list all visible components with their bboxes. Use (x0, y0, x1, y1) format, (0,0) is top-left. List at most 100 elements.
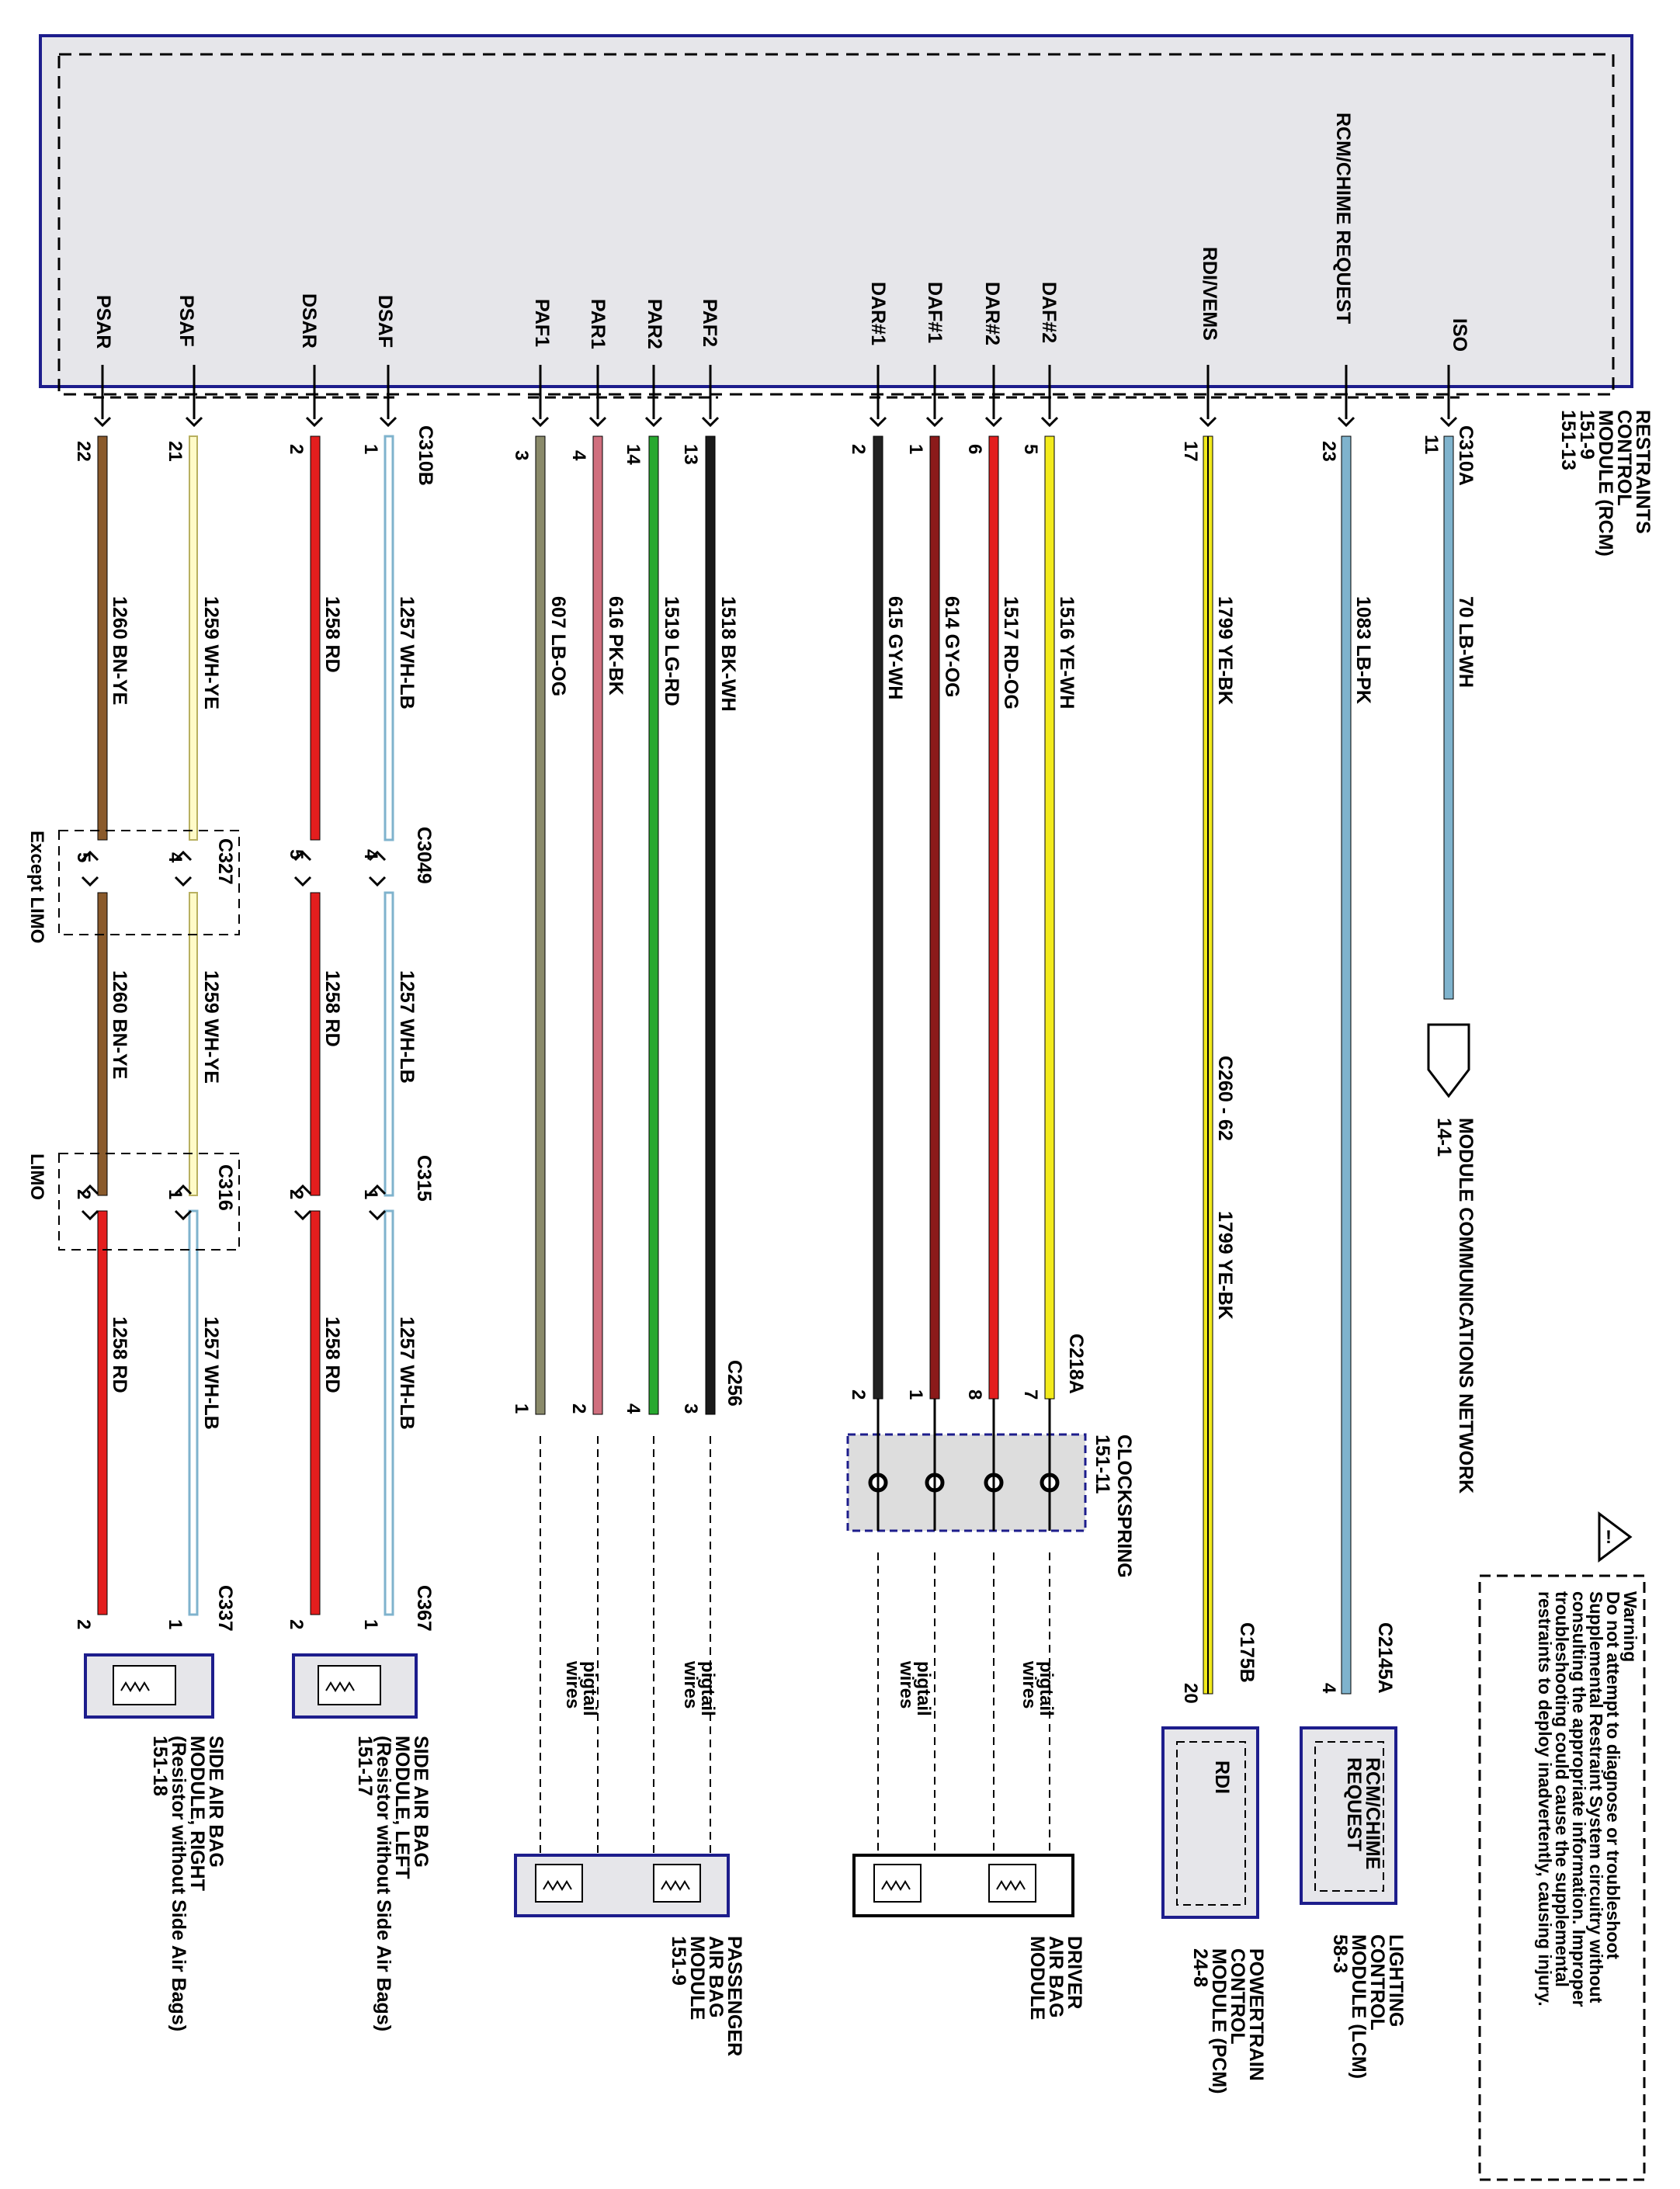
wire-dsar-1 (310, 435, 321, 841)
wire-label-dsar-b: 1258 RD (321, 970, 343, 1047)
inline-connector-marks (81, 850, 387, 1221)
connector-c367: C367 (413, 1585, 435, 1632)
wire-dsaf-2 (384, 891, 394, 1197)
connector-c2145a: C2145A (1374, 1622, 1396, 1694)
clockspring-ref: 151-11 (1092, 1434, 1113, 1494)
wires (97, 435, 1454, 1695)
wire-label-dar2: 1517 RD-OG (1000, 596, 1022, 709)
connector-c310b: C310B (415, 425, 436, 486)
module-comm-ref: 14-1 (1433, 1118, 1455, 1157)
wire-psaf-3 (188, 1209, 199, 1616)
pin-num-paf1: 3 (511, 450, 532, 460)
wire-dar2 (988, 435, 999, 1400)
warning-text: Warning Do not attempt to diagnose or tr… (1535, 1591, 1640, 2012)
connector-labels: C310A C310B C260 - 62 C218A C256 C3049 C… (214, 425, 1477, 1694)
wire-labels: 70 LB-WH 1083 LB-PK 1799 YE-BK 1799 YE-B… (109, 596, 1477, 1430)
driver-module-label: DRIVER AIR BAG MODULE (1026, 1936, 1085, 2024)
pin-label-rdi: RDI/VEMS (1199, 247, 1220, 341)
warning-box (1478, 1574, 1646, 2181)
pin-num-clock-daf1: 1 (905, 1389, 926, 1400)
pin-num-iso: 11 (1421, 435, 1442, 454)
pin-num-rcm: 23 (1318, 441, 1339, 462)
connector-c337: C337 (214, 1585, 236, 1632)
wire-label-paf1: 607 LB-OG (547, 596, 569, 696)
rcm-pin-labels: ISO RCM/CHIME REQUEST RDI/VEMS DAF#2 DAR… (92, 113, 1470, 352)
pin-num-daf1: 1 (905, 444, 926, 454)
limo-box (58, 1153, 240, 1251)
side-airbag-left-module (292, 1653, 418, 1719)
pin-num-c256-par2: 4 (623, 1403, 644, 1414)
pin-num-c315-a: 1 (360, 1189, 381, 1199)
wire-psaf-1 (189, 435, 198, 841)
passenger-pigtail-label-2: pigtail wires (562, 1660, 600, 1721)
pin-num-clock-dar1: 2 (848, 1389, 869, 1400)
pin-num-c337-b: 2 (73, 1619, 94, 1629)
lcm-inner-label: RCM/CHIME REQUEST (1343, 1757, 1383, 1875)
wire-label-dar1: 615 GY-WH (884, 596, 906, 699)
connector-c3049: C3049 (413, 827, 435, 884)
passenger-pigtail-label: pigtail wires (680, 1660, 718, 1721)
pcm-inner-label: RDI (1211, 1761, 1233, 1794)
wire-label-dsar-c: 1258 RD (321, 1317, 343, 1393)
wire-par1 (592, 435, 603, 1415)
pin-num-c175b: 20 (1180, 1683, 1201, 1704)
wire-daf2 (1044, 435, 1055, 1400)
pin-label-daf1: DAF#1 (924, 282, 946, 343)
svg-text:!: ! (1605, 1527, 1612, 1548)
pin-num-psaf: 21 (165, 441, 186, 462)
pin-num-c337-a: 1 (165, 1619, 186, 1629)
pin-num-daf2: 5 (1020, 444, 1041, 454)
wire-label-dsar-a: 1258 RD (321, 596, 343, 673)
pin-num-clock-dar2: 8 (964, 1389, 985, 1400)
module-comm-arrow (1427, 1023, 1470, 1098)
connector-c315: C315 (413, 1155, 435, 1202)
wire-label-psaf-b: 1259 WH-YE (200, 970, 222, 1084)
wire-psar-3 (97, 1210, 108, 1615)
driver-pigtail (877, 1552, 1050, 1855)
side-airbag-right-module (84, 1653, 214, 1719)
pin-num-c316-b: 2 (73, 1189, 94, 1199)
pin-label-dsar: DSAR (298, 293, 320, 349)
wire-daf1 (929, 435, 940, 1400)
driver-pigtail-label-2: pigtail wires (896, 1660, 934, 1721)
pin-label-dar2: DAR#2 (981, 282, 1003, 345)
clockspring-box (846, 1399, 1087, 1532)
wire-label-rdi-b: 1799 YE-BK (1214, 1211, 1236, 1320)
pin-label-dar1: DAR#1 (867, 282, 889, 345)
pin-label-par2: PAR2 (644, 299, 665, 349)
wire-iso (1443, 435, 1454, 1000)
wire-label-dsaf-c: 1257 WH-LB (396, 1317, 418, 1430)
wire-par2 (648, 435, 659, 1415)
wire-rcm-chime (1341, 435, 1352, 1695)
pin-label-dsaf: DSAF (374, 295, 396, 348)
pin-label-paf1: PAF1 (531, 299, 553, 347)
pin-num-c3049-b: 5 (286, 849, 307, 859)
pin-label-iso: ISO (1449, 318, 1470, 352)
module-pin-stubs (93, 365, 1460, 428)
pin-label-psar: PSAR (92, 295, 114, 349)
pin-numbers: 11 23 17 5 6 1 2 13 14 4 3 1 2 21 22 7 8… (73, 435, 1442, 1704)
pcm-module (1161, 1726, 1259, 1919)
pin-label-par1: PAR1 (587, 299, 609, 349)
warning-icon: ! (1598, 1511, 1633, 1563)
side-left-label: SIDE AIR BAG MODULE, LEFT (Resistor with… (354, 1736, 432, 2037)
except-limo-box (58, 830, 240, 935)
rcm-module-box (39, 34, 1633, 396)
wire-dsaf-3 (384, 1209, 394, 1616)
clockspring-label: CLOCKSPRING (1113, 1434, 1135, 1578)
connector-c316: C316 (214, 1164, 236, 1211)
pin-num-c3049-a: 4 (360, 849, 381, 860)
wire-label-rcm: 1083 LB-PK (1352, 596, 1374, 704)
passenger-module-label: PASSENGER AIR BAG MODULE 151-9 (668, 1936, 745, 2062)
wire-psaf-2 (189, 892, 198, 1196)
connector-c327: C327 (214, 838, 236, 885)
pin-num-dsar: 2 (286, 444, 307, 454)
pin-num-c367-a: 1 (360, 1619, 381, 1629)
pin-num-c367-b: 2 (286, 1619, 307, 1629)
connector-c260: C260 - 62 (1214, 1056, 1236, 1141)
pin-label-rcm-chime: RCM/CHIME REQUEST (1332, 113, 1354, 324)
except-limo-label: Except LIMO (26, 831, 47, 943)
wire-label-rdi-a: 1799 YE-BK (1214, 596, 1236, 705)
lcm-module (1300, 1726, 1397, 1905)
pin-num-dar1: 2 (848, 444, 869, 454)
